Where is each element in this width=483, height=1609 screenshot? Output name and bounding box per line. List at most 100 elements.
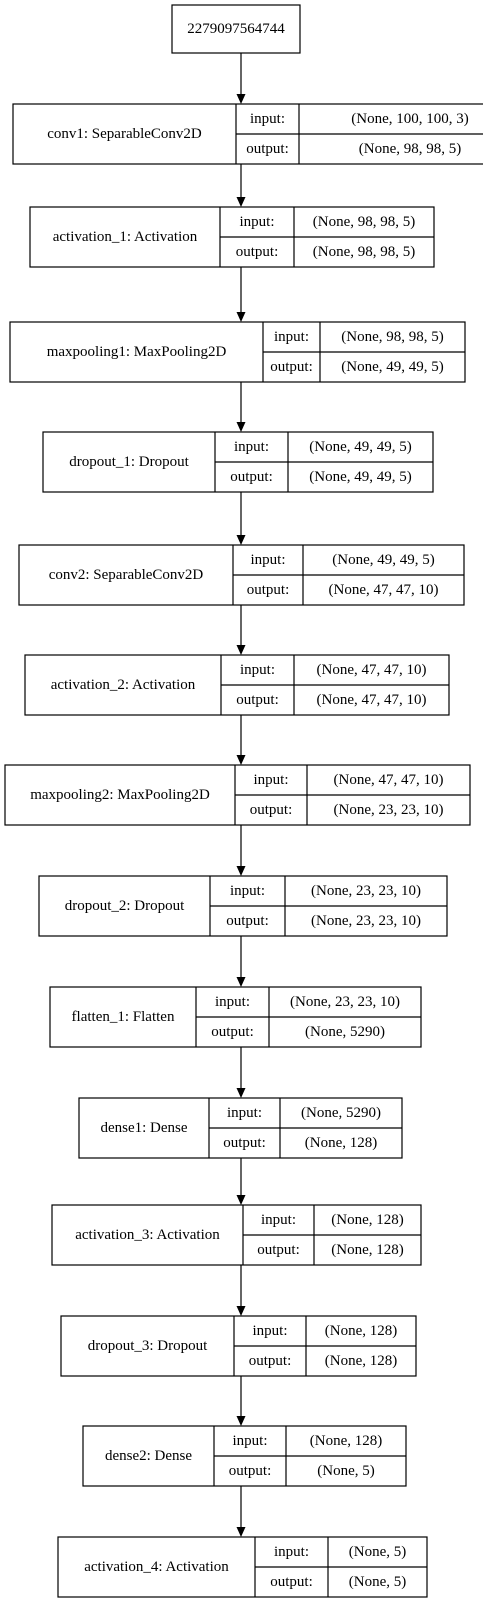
edge-arrow — [236, 1265, 246, 1316]
dropout-3-output-shape: (None, 128) — [325, 1353, 397, 1369]
dropout-2-output-label: output: — [226, 913, 269, 929]
dense2-layer-name: dense2: Dense — [105, 1448, 192, 1464]
layer-node-flatten-1: flatten_1: Flatten input: output: (None, 23… — [49, 986, 422, 1048]
activation-4-input-label: input: — [274, 1544, 309, 1560]
conv2-output-shape: (None, 47, 47, 10) — [329, 582, 439, 598]
dropout-3-input-label: input: — [252, 1323, 287, 1339]
activation-1-input-label: input: — [239, 214, 274, 230]
activation-2-layer-name: activation_2: Activation — [51, 677, 196, 693]
activation-1-output-shape: (None, 98, 98, 5) — [313, 244, 415, 260]
activation-3-output-label: output: — [257, 1242, 300, 1258]
flatten-1-input-shape: (None, 23, 23, 10) — [290, 994, 400, 1010]
root-node: 2279097564744 — [171, 4, 301, 54]
dropout-3-input-shape: (None, 128) — [325, 1323, 397, 1339]
edge-arrow — [236, 1158, 246, 1205]
edge-arrow — [236, 715, 246, 765]
activation-1-input-shape: (None, 98, 98, 5) — [313, 214, 415, 230]
conv1-input-shape: (None, 100, 100, 3) — [351, 111, 468, 127]
flatten-1-layer-name: flatten_1: Flatten — [72, 1009, 175, 1025]
edges — [236, 53, 246, 1537]
layer-node-conv1: conv1: SeparableConv2D input: output: (None… — [12, 103, 483, 165]
dense1-output-label: output: — [223, 1135, 266, 1151]
layer-node-dense2: dense2: Dense input: output: (None, 128) (No… — [82, 1425, 407, 1487]
dropout-2-layer-name: dropout_2: Dropout — [65, 898, 185, 914]
edge-arrow — [236, 1376, 246, 1426]
layer-node-dropout-3: dropout_3: Dropout input: output: (None, 12… — [60, 1315, 417, 1377]
nodes: 2279097564744 conv1: SeparableConv2D inpu… — [4, 4, 483, 1598]
activation-3-output-shape: (None, 128) — [331, 1242, 403, 1258]
layer-node-dropout-2: dropout_2: Dropout input: output: (None, 23… — [38, 875, 448, 937]
dense1-input-label: input: — [227, 1105, 262, 1121]
conv1-input-label: input: — [250, 111, 285, 127]
activation-3-layer-name: activation_3: Activation — [75, 1227, 220, 1243]
layer-node-maxpooling1: maxpooling1: MaxPooling2Dinput:output:(N… — [9, 321, 466, 383]
layer-node-activation-4: activation_4: Activation input: output: (No… — [57, 1536, 428, 1598]
edge-arrow — [236, 164, 246, 207]
layer-node-activation-1: activation_1: Activation input: output: (No… — [29, 206, 435, 268]
activation-2-input-shape: (None, 47, 47, 10) — [317, 662, 427, 678]
maxpooling2-layer-name: maxpooling2: MaxPooling2D — [30, 787, 210, 803]
activation-1-output-label: output: — [236, 244, 279, 260]
maxpooling1-output-label: output: — [270, 359, 313, 375]
edge-arrow — [236, 492, 246, 545]
dropout-3-layer-name: dropout_3: Dropout — [88, 1338, 208, 1354]
conv1-layer-name: conv1: SeparableConv2D — [47, 126, 202, 142]
edge-arrow — [236, 936, 246, 987]
edge-arrow — [236, 1047, 246, 1098]
dropout-3-output-label: output: — [249, 1353, 292, 1369]
dense2-input-label: input: — [232, 1433, 267, 1449]
dropout-1-input-shape: (None, 49, 49, 5) — [309, 439, 411, 455]
conv1-output-shape: (None, 98, 98, 5) — [359, 141, 461, 157]
layer-node-activation-3: activation_3: Activation input: output: (No… — [51, 1204, 422, 1266]
dropout-1-layer-name: dropout_1: Dropout — [69, 454, 189, 470]
maxpooling1-input-shape: (None, 98, 98, 5) — [341, 329, 443, 345]
activation-2-output-shape: (None, 47, 47, 10) — [317, 692, 427, 708]
dense2-output-label: output: — [229, 1463, 272, 1479]
edge-arrow — [236, 1486, 246, 1537]
activation-2-output-label: output: — [236, 692, 279, 708]
dropout-2-input-label: input: — [230, 883, 265, 899]
dense2-input-shape: (None, 128) — [310, 1433, 382, 1449]
dropout-1-output-label: output: — [230, 469, 273, 485]
layer-node-dense1: dense1: Dense input: output: (None, 5290) (N… — [78, 1097, 403, 1159]
layer-node-activation-2: activation_2: Activation input: output: (No… — [24, 654, 450, 716]
activation-3-input-shape: (None, 128) — [331, 1212, 403, 1228]
activation-4-input-shape: (None, 5) — [349, 1544, 406, 1560]
dense2-output-shape: (None, 5) — [317, 1463, 374, 1479]
maxpooling2-input-label: input: — [253, 772, 288, 788]
dropout-2-output-shape: (None, 23, 23, 10) — [311, 913, 421, 929]
dense1-input-shape: (None, 5290) — [301, 1105, 381, 1121]
maxpooling2-output-label: output: — [250, 802, 293, 818]
maxpooling2-input-shape: (None, 47, 47, 10) — [334, 772, 444, 788]
flatten-1-output-label: output: — [211, 1024, 254, 1040]
edge-arrow — [236, 267, 246, 322]
conv2-layer-name: conv2: SeparableConv2D — [49, 567, 204, 583]
root-node-label: 2279097564744 — [187, 21, 285, 37]
dense1-layer-name: dense1: Dense — [100, 1120, 187, 1136]
flatten-1-input-label: input: — [215, 994, 250, 1010]
layer-node-dropout-1: dropout_1: Dropout input: output: (None, 49… — [42, 431, 434, 493]
dropout-1-output-shape: (None, 49, 49, 5) — [309, 469, 411, 485]
activation-1-layer-name: activation_1: Activation — [53, 229, 198, 245]
edge-arrow — [236, 825, 246, 876]
edge-arrow — [236, 53, 246, 104]
dense1-output-shape: (None, 128) — [305, 1135, 377, 1151]
conv2-output-label: output: — [247, 582, 290, 598]
layer-node-maxpooling2: maxpooling2: MaxPooling2D input: output: (N… — [4, 764, 471, 826]
maxpooling2-output-shape: (None, 23, 23, 10) — [334, 802, 444, 818]
maxpooling1-input-label: input: — [274, 329, 309, 345]
activation-4-layer-name: activation_4: Activation — [84, 1559, 229, 1575]
activation-2-input-label: input: — [240, 662, 275, 678]
activation-4-output-label: output: — [270, 1574, 313, 1590]
maxpooling1-output-shape: (None, 49, 49, 5) — [341, 359, 443, 375]
conv2-input-shape: (None, 49, 49, 5) — [332, 552, 434, 568]
conv2-input-label: input: — [250, 552, 285, 568]
dropout-2-input-shape: (None, 23, 23, 10) — [311, 883, 421, 899]
dropout-1-input-label: input: — [234, 439, 269, 455]
flatten-1-output-shape: (None, 5290) — [305, 1024, 385, 1040]
conv1-output-label: output: — [246, 141, 289, 157]
edge-arrow — [236, 605, 246, 655]
activation-3-input-label: input: — [261, 1212, 296, 1228]
edge-arrow — [236, 382, 246, 432]
